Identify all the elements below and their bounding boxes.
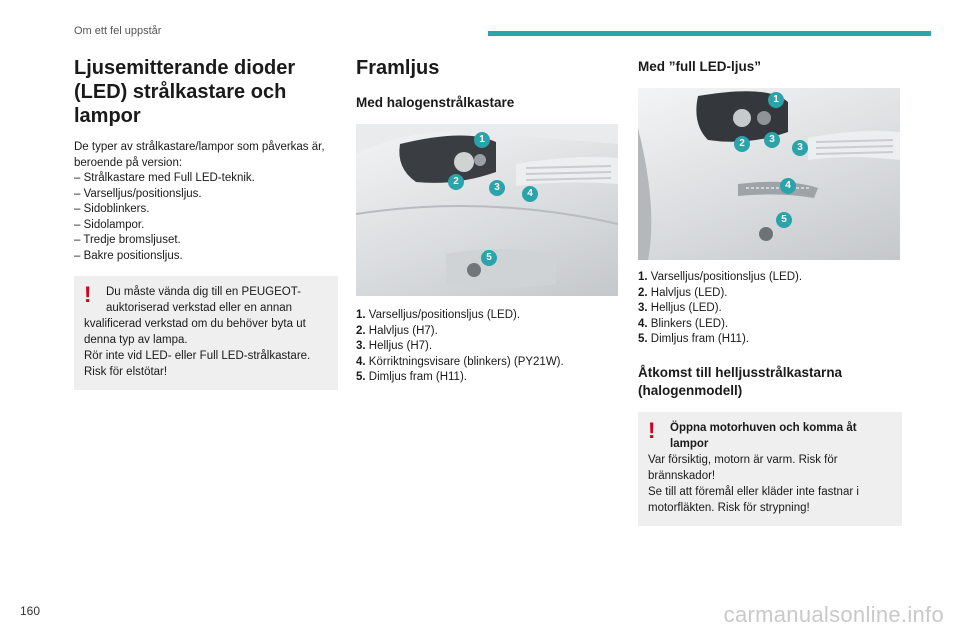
full-led-legend: 1. Varselljus/positionsljus (LED). 2. Ha… [638, 270, 902, 348]
legend-item: 2. Halvljus (LED). [638, 286, 728, 299]
column-halogen: Framljus Med halogenstrålkastare 1 2 3 4… [356, 56, 618, 386]
callout-3: 3 [764, 132, 780, 148]
callout-1: 1 [768, 92, 784, 108]
callout-2: 2 [448, 174, 464, 190]
warning-box-led: ! Du måste vända dig till en PEUGEOT- au… [74, 276, 338, 390]
warning-icon: ! [84, 282, 92, 307]
warning-box-engine: ! Öppna motorhuven och komma åt lampor V… [638, 411, 902, 526]
car-front-illustration [638, 91, 900, 260]
callout-5: 5 [776, 212, 792, 228]
legend-item: 3. Helljus (LED). [638, 302, 722, 314]
callout-5: 5 [481, 250, 497, 266]
car-front-illustration [356, 124, 618, 288]
callout-3: 3 [792, 140, 808, 156]
list-item: – Varselljus/positionsljus. [74, 187, 202, 200]
legend-item: 1. Varselljus/positionsljus (LED). [356, 309, 521, 321]
warning-title: lampor [670, 437, 709, 450]
legend-item: 4. Blinkers (LED). [638, 317, 729, 330]
warning-text: Var försiktig, motorn är varm. Risk för … [648, 453, 838, 482]
column-led-info: Ljusemitterande dioder (LED) strålkastar… [74, 56, 338, 390]
warning-icon: ! [648, 417, 656, 443]
callout-2: 2 [734, 136, 750, 152]
section-title-framljus: Framljus [356, 57, 440, 79]
callout-1: 1 [474, 132, 490, 148]
warning-text: kvalificerad verkstad om du behöver byta… [84, 318, 306, 346]
callout-4: 4 [522, 186, 538, 202]
warning-title: Öppna motorhuven och komma åt [670, 421, 857, 434]
list-item: – Sidoblinkers. [74, 203, 150, 215]
subtitle-full-led: Med ”full LED-ljus” [638, 59, 761, 74]
column-full-led: Med ”full LED-ljus” 1 2 3 3 4 5 1. Varse… [638, 56, 902, 526]
full-led-headlight-photo: 1 2 3 3 4 5 [638, 88, 900, 260]
watermark: carmanualsonline.info [723, 602, 944, 627]
led-intro-text: De typer av strålkastare/lampor som påve… [74, 141, 325, 169]
warning-text: auktoriserad verkstad eller en annan [106, 302, 293, 314]
section-title-led: Ljusemitterande dioder (LED) strålkastar… [74, 57, 296, 127]
subtitle-access-highbeam: Åtkomst till helljusstrålkastarna (halog… [638, 364, 843, 398]
warning-text: Du måste vända dig till en PEUGEOT- [106, 286, 301, 298]
list-item: – Strålkastare med Full LED-teknik. [74, 172, 255, 184]
legend-item: 2. Halvljus (H7). [356, 324, 438, 337]
callout-3: 3 [489, 180, 505, 196]
led-types-list: – Strålkastare med Full LED-teknik. – Va… [74, 171, 338, 264]
legend-item: 5. Dimljus fram (H11). [638, 333, 749, 345]
running-header: Om ett fel uppstår [74, 25, 162, 37]
header-accent-bar [488, 31, 931, 36]
halogen-legend: 1. Varselljus/positionsljus (LED). 2. Ha… [356, 308, 618, 386]
page-number: 160 [20, 604, 41, 618]
warning-text: Rör inte vid LED- eller Full LED-strålka… [84, 350, 311, 378]
callout-4: 4 [780, 178, 796, 194]
legend-item: 3. Helljus (H7). [356, 340, 433, 352]
list-item: – Tredje bromsljuset. [74, 234, 181, 246]
legend-item: 1. Varselljus/positionsljus (LED). [638, 271, 803, 283]
subtitle-halogen: Med halogenstrålkastare [356, 95, 515, 110]
legend-item: 5. Dimljus fram (H11). [356, 371, 467, 383]
list-item: – Bakre positionsljus. [74, 249, 183, 262]
warning-text: Se till att föremål eller kläder inte fa… [648, 485, 859, 514]
legend-item: 4. Körriktningsvisare (blinkers) (PY21W)… [356, 355, 564, 368]
halogen-headlight-photo: 1 2 3 4 5 [356, 124, 618, 296]
list-item: – Sidolampor. [74, 218, 145, 231]
